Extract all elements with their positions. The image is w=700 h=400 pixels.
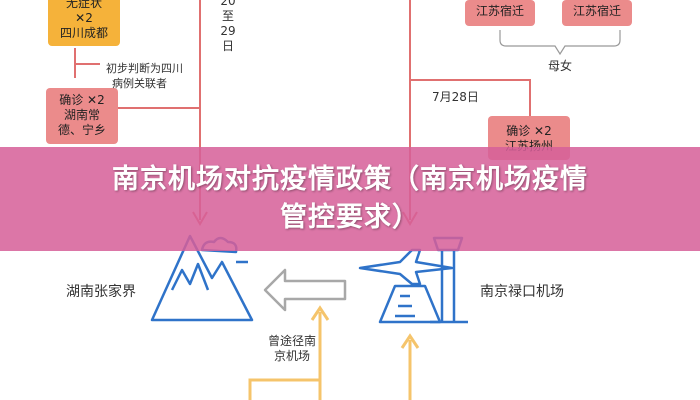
case-sichuan-line3: 四川成都 — [59, 26, 108, 40]
case-sichuan-line2: ✕2 — [75, 11, 93, 25]
date-top-fragment: 20 — [220, 0, 236, 8]
connector-initial-judgment — [74, 63, 100, 78]
initial-judgment-line1: 初步判断为四川 — [106, 62, 183, 75]
initial-judgment-label: 初步判断为四川 病例关联者 — [106, 61, 216, 91]
brace-mother-daughter — [499, 30, 621, 56]
banner-title-line2: 管控要求） — [280, 202, 420, 233]
via-nanjing-label: 曾途径南 京机场 — [262, 334, 322, 364]
mother-daughter-label: 母女 — [548, 59, 573, 73]
case-jiangsu-left-label: 江苏宿迁 — [475, 4, 524, 18]
orange-connector-bottom — [248, 378, 320, 400]
via-nanjing-line2: 京机场 — [273, 349, 310, 363]
date-range-label: 20 至 29 日 — [218, 0, 238, 54]
via-nanjing-line1: 曾途径南 — [267, 334, 316, 348]
title-banner: 南京机场对抗疫情政策（南京机场疫情 管控要求） — [0, 147, 700, 251]
airplane-icon — [358, 248, 454, 324]
case-hunan-line3: 德、宁乡 — [57, 123, 106, 137]
case-box-jiangsu-right: 江苏宿迁 — [562, 0, 632, 26]
orange-arrowhead-right — [400, 333, 420, 349]
case-box-hunan: 确诊 ✕2 湖南常 德、宁乡 — [46, 88, 118, 144]
case-hunan-line2: 湖南常 — [63, 108, 100, 122]
banner-title-line1: 南京机场对抗疫情政策（南京机场疫情 — [112, 164, 588, 195]
date-range-line2: 29 — [220, 24, 236, 38]
initial-judgment-line2: 病例关联者 — [112, 77, 167, 90]
left-arrow-icon — [263, 268, 347, 312]
date-range-line3: 日 — [221, 39, 234, 53]
case-jiangsu-right-label: 江苏宿迁 — [572, 4, 621, 18]
case-yangzhou-line1: 确诊 ✕2 — [506, 124, 552, 138]
connector-yangzhou — [410, 79, 531, 116]
case-hunan-line1: 确诊 ✕2 — [59, 93, 105, 107]
case-box-sichuan: 无症状 ✕2 四川成都 — [48, 0, 120, 46]
orange-arrowhead-left — [310, 305, 330, 321]
date-range-line1: 至 — [221, 9, 234, 23]
date-july28-label: 7月28日 — [432, 90, 479, 104]
case-sichuan-line1: 无症状 — [65, 0, 102, 10]
place-lukou-airport: 南京禄口机场 — [480, 284, 564, 300]
case-box-jiangsu-left: 江苏宿迁 — [465, 0, 535, 26]
place-zhangjiajie: 湖南张家界 — [66, 284, 136, 300]
